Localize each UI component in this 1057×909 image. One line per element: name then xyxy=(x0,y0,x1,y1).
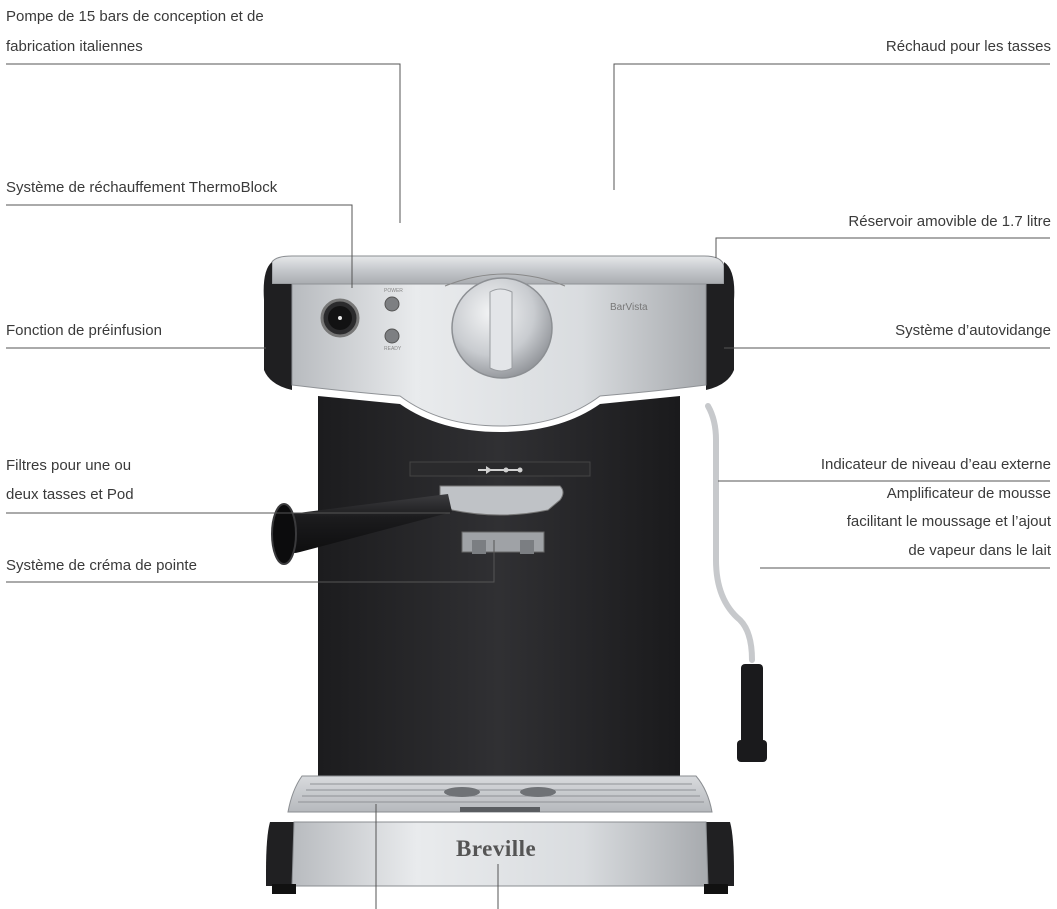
model-name: BarVista xyxy=(610,302,648,313)
callout-preinfusion: Fonction de préinfusion xyxy=(6,322,162,339)
brand-logo: Breville xyxy=(456,836,537,861)
ready-light xyxy=(384,328,400,344)
callout-water-indicator: Indicateur de niveau d’eau externe xyxy=(820,456,1051,473)
leader-lines xyxy=(6,63,1050,909)
callout-froth-enhancer-line1: Amplificateur de mousse xyxy=(886,485,1051,502)
machine-body xyxy=(318,396,680,780)
callout-pump-line2: fabrication italiennes xyxy=(6,38,143,55)
handle-end xyxy=(271,503,297,565)
callout-crema: Système de créma de pointe xyxy=(6,557,197,574)
tray-slots xyxy=(298,783,704,803)
froth-enhancer xyxy=(741,664,763,750)
callout-froth-enhancer-line2: facilitant le moussage et l’ajout xyxy=(846,513,1051,530)
cup-warmer xyxy=(271,255,725,285)
portafilter xyxy=(439,485,564,516)
right-side-panel xyxy=(706,262,735,390)
callout-pump-line1: Pompe de 15 bars de conception et de xyxy=(6,8,264,25)
callout-cup-warmer: Réchaud pour les tasses xyxy=(885,38,1051,55)
portafilter-handle xyxy=(274,494,452,554)
callout-reservoir: Réservoir amovible de 1.7 litre xyxy=(848,213,1051,230)
callout-filters-line1: Filtres pour une ou xyxy=(6,457,132,474)
callout-froth-enhancer-line3: de vapeur dans le lait xyxy=(908,542,1051,559)
drip-tray-grid xyxy=(287,775,713,813)
power-light-label: POWER xyxy=(384,288,403,294)
callout-thermoblock: Système de réchauffement ThermoBlock xyxy=(6,179,278,196)
ready-light-label: READY xyxy=(384,346,402,352)
dial-arc xyxy=(444,273,566,287)
left-side-panel xyxy=(263,262,292,390)
power-light xyxy=(384,296,400,312)
callout-filters-line2: deux tasses et Pod xyxy=(6,486,134,503)
knob-grip xyxy=(489,288,513,372)
steam-wand xyxy=(705,403,755,663)
callout-auto-purge: Système d’autovidange xyxy=(895,322,1051,339)
